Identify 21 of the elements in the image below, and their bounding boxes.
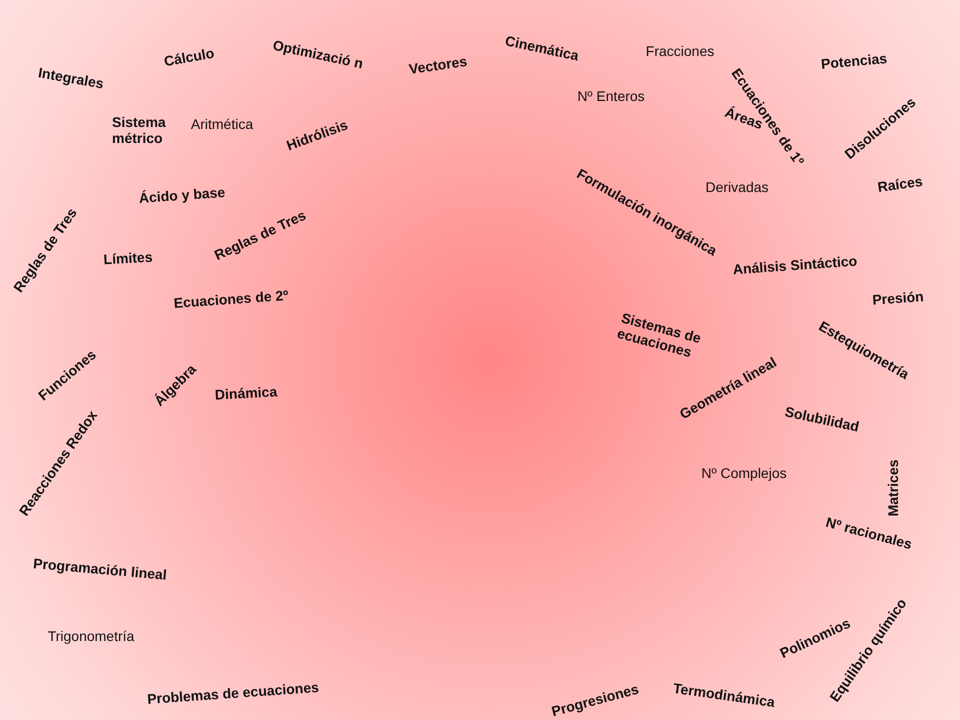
- topic-word: Cálculo: [162, 44, 216, 70]
- topic-word: Programación lineal: [32, 555, 168, 583]
- topic-word: Nº Complejos: [701, 464, 787, 482]
- topic-word: Nº Enteros: [577, 88, 645, 104]
- topic-word: Análisis Sintáctico: [732, 252, 858, 278]
- topic-word: Aritmética: [190, 116, 254, 132]
- topic-word: Ácido y base: [138, 184, 226, 206]
- topic-word: Problemas de ecuaciones: [146, 678, 320, 708]
- topic-word: Límites: [103, 248, 153, 268]
- topic-word: Dinámica: [214, 383, 278, 403]
- topic-word: Fracciones: [646, 42, 714, 60]
- topic-word: Raíces: [876, 172, 924, 196]
- topic-word: Derivadas: [705, 178, 769, 196]
- topic-word: Ecuaciones de 2º: [173, 286, 289, 312]
- topic-word: Presión: [872, 288, 924, 308]
- topic-word: Sistema métrico: [112, 114, 167, 146]
- topic-word: Integrales: [37, 64, 105, 92]
- topic-word: Trigonometría: [48, 628, 134, 644]
- topic-word: Matrices: [884, 460, 902, 516]
- topic-word: Vectores: [408, 52, 468, 78]
- topic-word: Potencias: [820, 50, 888, 72]
